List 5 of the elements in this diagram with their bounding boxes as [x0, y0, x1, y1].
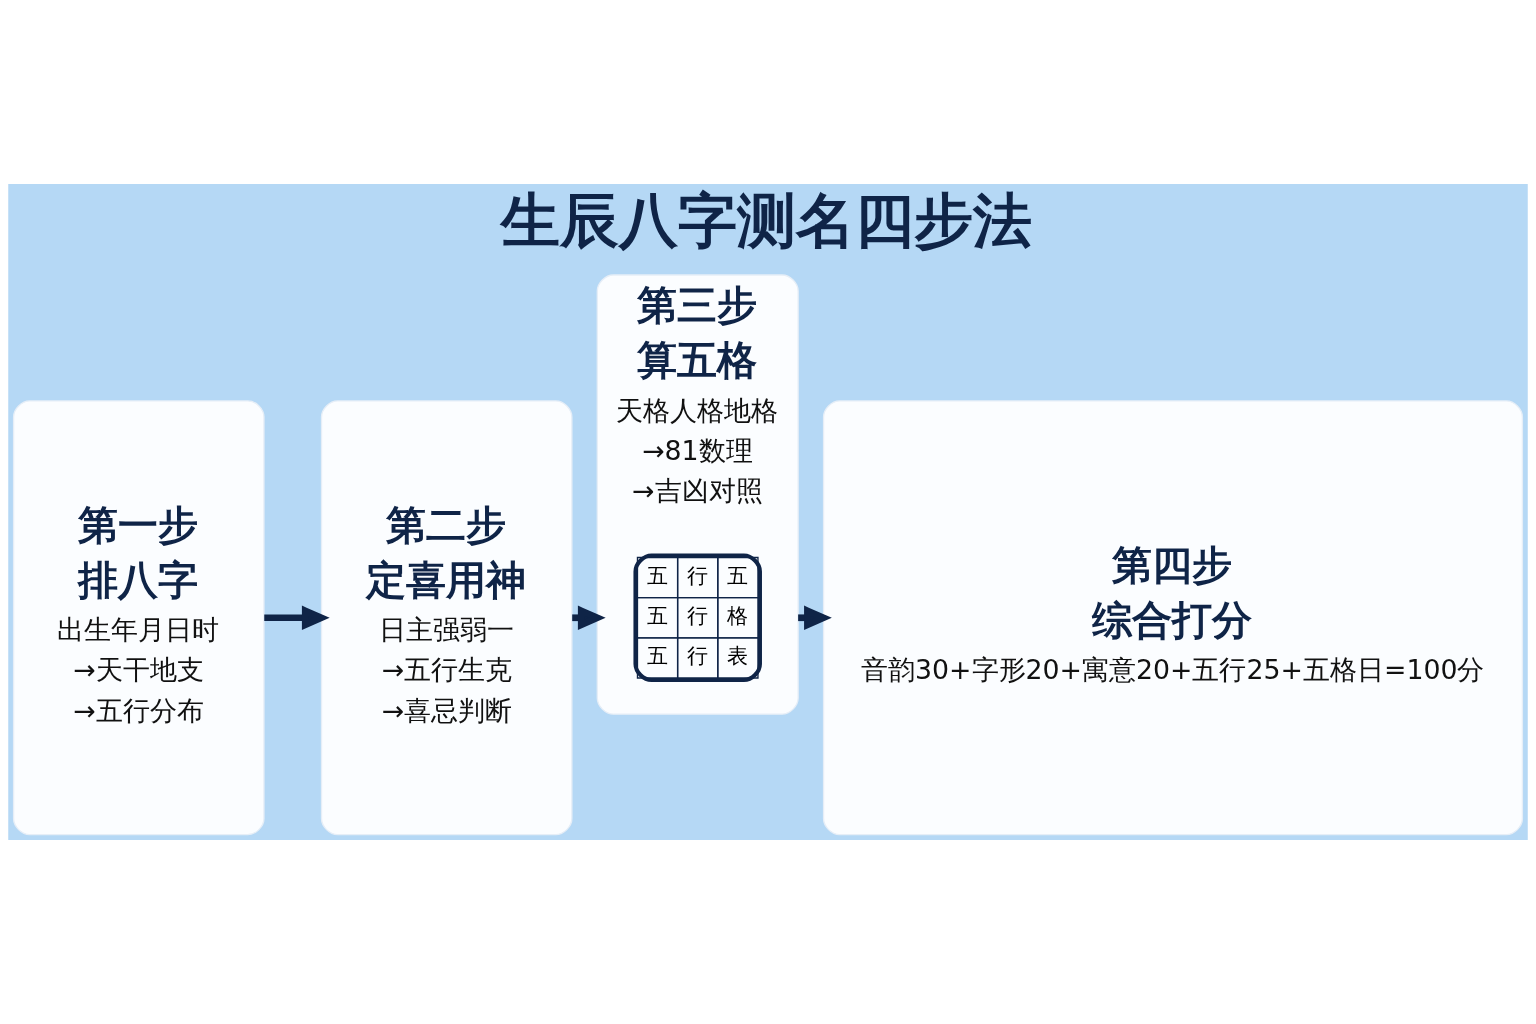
node-box: 第四步 综合打分 音韵30+字形20+寓意20+五行25+五格日=100分	[822, 400, 1524, 836]
diagram-title: 生辰八字测名四步法	[500, 185, 1032, 255]
node-box: 第二步 定喜用神 日主强弱一 →五行生克 →喜忌判断	[320, 400, 573, 836]
arrow	[264, 605, 330, 630]
node-box: 第一步 排八字 出生年月日时 →天干地支 →五行分布	[12, 400, 265, 836]
